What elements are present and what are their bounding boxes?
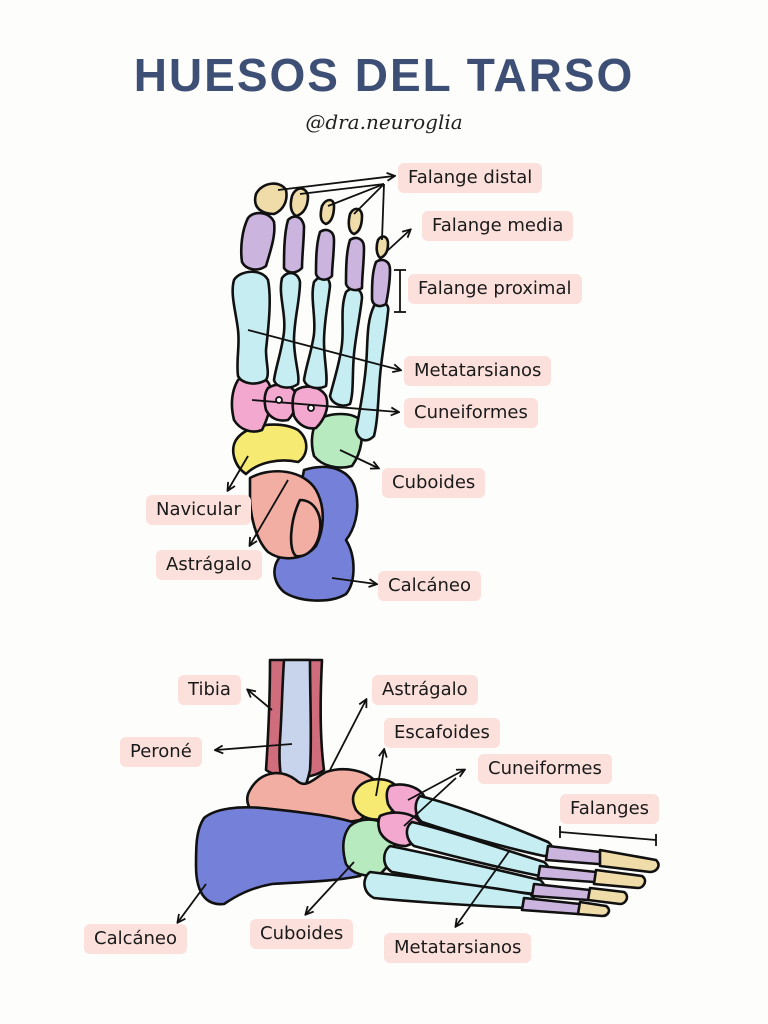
- distal-phalanx-2: [289, 187, 310, 218]
- label-metatarsianos-side: Metatarsianos: [384, 933, 532, 963]
- label-cuboides-side: Cuboides: [250, 919, 354, 949]
- label-cuboides-top: Cuboides: [382, 468, 486, 498]
- label-calcaneo-side: Calcáneo: [84, 924, 188, 954]
- distal-phalanx-4: [347, 207, 364, 236]
- talus-head-top: [289, 498, 322, 558]
- label-cuneiformes-side: Cuneiformes: [478, 754, 612, 784]
- label-astragalo-top: Astrágalo: [156, 550, 262, 580]
- label-tibia: Tibia: [178, 675, 241, 705]
- metatarsal-4: [328, 287, 364, 407]
- label-falange-media: Falange media: [422, 211, 574, 241]
- label-escafoides: Escafoides: [384, 718, 500, 748]
- distal-phalanx-1: [253, 182, 288, 216]
- dorsal-pointer-lines: [228, 176, 410, 584]
- label-navicular-top: Navicular: [146, 495, 251, 525]
- label-falanges: Falanges: [560, 794, 660, 824]
- distal-phalanx-5: [375, 235, 390, 260]
- navicular-bone-top: [232, 423, 308, 476]
- page-title: HUESOS DEL TARSO: [133, 49, 635, 101]
- distal-phalanx-3: [319, 198, 336, 226]
- dorsal-foot-diagram: [230, 182, 392, 602]
- author-handle: @dra.neuroglia: [305, 110, 463, 134]
- label-falange-distal: Falange distal: [398, 163, 543, 193]
- label-astragalo-side: Astrágalo: [372, 675, 478, 705]
- proximal-phalanx-1: [239, 211, 276, 271]
- proximal-phalanx-2: [282, 215, 306, 274]
- proximal-phalanx-4: [344, 236, 366, 292]
- label-cuneiformes-top: Cuneiformes: [404, 398, 538, 428]
- calcaneus-bone-side: [194, 806, 373, 906]
- label-metatarsianos-top: Metatarsianos: [404, 356, 552, 386]
- metatarsal-1: [231, 270, 272, 385]
- proximal-phalanx-5: [370, 258, 392, 308]
- metatarsal-side-1: [414, 794, 554, 858]
- label-falange-proximal: Falange proximal: [408, 274, 582, 304]
- medial-pointer-lines: [178, 690, 657, 926]
- metatarsal-3: [302, 275, 332, 390]
- label-calcaneo-top: Calcáneo: [378, 571, 482, 601]
- label-perone: Peroné: [120, 737, 202, 767]
- phalanges-side-distal: [576, 848, 660, 918]
- proximal-phalanx-3: [314, 228, 336, 281]
- metatarsal-2: [272, 271, 302, 389]
- metatarsal-5: [354, 301, 390, 442]
- medial-foot-diagram: [194, 658, 660, 918]
